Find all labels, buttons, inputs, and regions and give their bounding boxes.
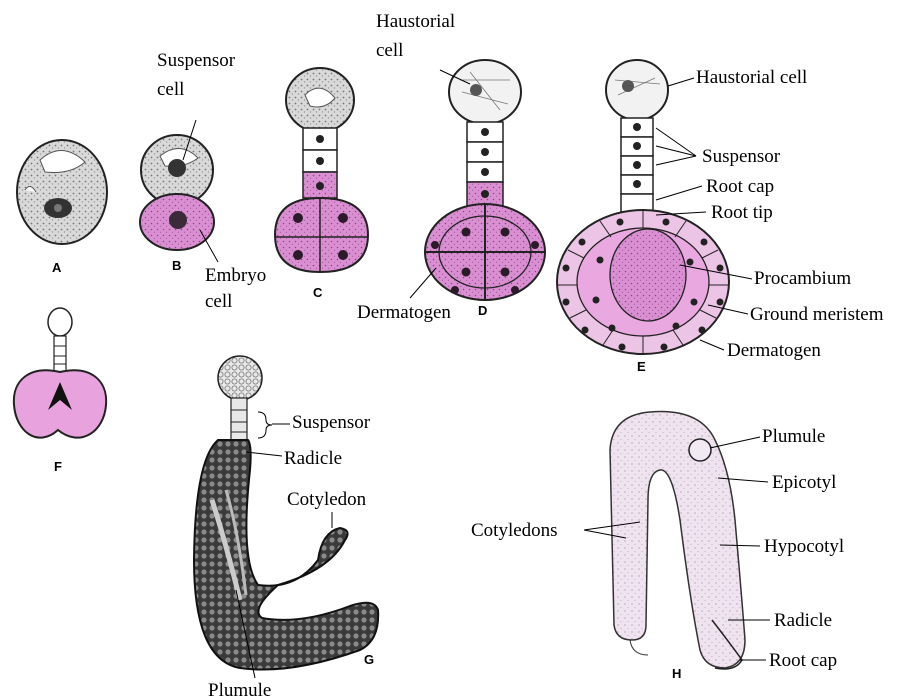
stage-b-two-celled xyxy=(140,135,214,250)
label-plumule-h: Plumule xyxy=(762,426,825,447)
label-suspensor-cell-1: Suspensor xyxy=(157,50,236,71)
stage-f-heart xyxy=(14,308,106,438)
stage-a-zygote xyxy=(17,140,107,244)
stage-d-octant xyxy=(425,60,545,300)
label-cotyledon-g: Cotyledon xyxy=(287,489,367,510)
figure-letter-c: C xyxy=(313,285,323,300)
figure-letter-h: H xyxy=(672,666,681,681)
label-root-cap-e: Root cap xyxy=(706,176,774,197)
label-cotyledons-h: Cotyledons xyxy=(471,520,558,541)
label-embryo-cell-2: cell xyxy=(205,291,232,312)
figure-letter-f: F xyxy=(54,459,62,474)
figure-letter-b: B xyxy=(172,258,181,273)
label-epicotyl: Epicotyl xyxy=(772,472,836,493)
figure-letter-d: D xyxy=(478,303,487,318)
label-suspensor-g: Suspensor xyxy=(292,412,371,433)
label-root-tip-e: Root tip xyxy=(711,202,773,223)
label-hypocotyl: Hypocotyl xyxy=(764,536,844,557)
label-root-cap-h: Root cap xyxy=(769,650,837,671)
label-radicle-g: Radicle xyxy=(284,448,342,469)
figure-letter-e: E xyxy=(637,359,646,374)
label-ground-meristem: Ground meristem xyxy=(750,304,884,325)
stage-g-curved xyxy=(194,356,378,670)
label-plumule-g: Plumule xyxy=(208,680,271,700)
stage-c-quadrant xyxy=(275,68,368,272)
label-haustorial-cell-d-2: cell xyxy=(376,40,403,61)
stage-h-mature xyxy=(610,412,745,669)
label-dermatogen-e: Dermatogen xyxy=(727,340,821,361)
label-procambium: Procambium xyxy=(754,268,851,289)
figure-letter-g: G xyxy=(364,652,374,667)
label-haustorial-cell-e: Haustorial cell xyxy=(696,67,807,88)
figure-letter-a: A xyxy=(52,260,62,275)
label-radicle-h: Radicle xyxy=(774,610,832,631)
label-embryo-cell-1: Embryo xyxy=(205,265,266,286)
stage-e-globular xyxy=(557,60,729,354)
label-haustorial-cell-d-1: Haustorial xyxy=(376,11,455,32)
label-suspensor-e: Suspensor xyxy=(702,146,781,167)
label-suspensor-cell-2: cell xyxy=(157,79,184,100)
label-dermatogen-d: Dermatogen xyxy=(357,302,451,323)
